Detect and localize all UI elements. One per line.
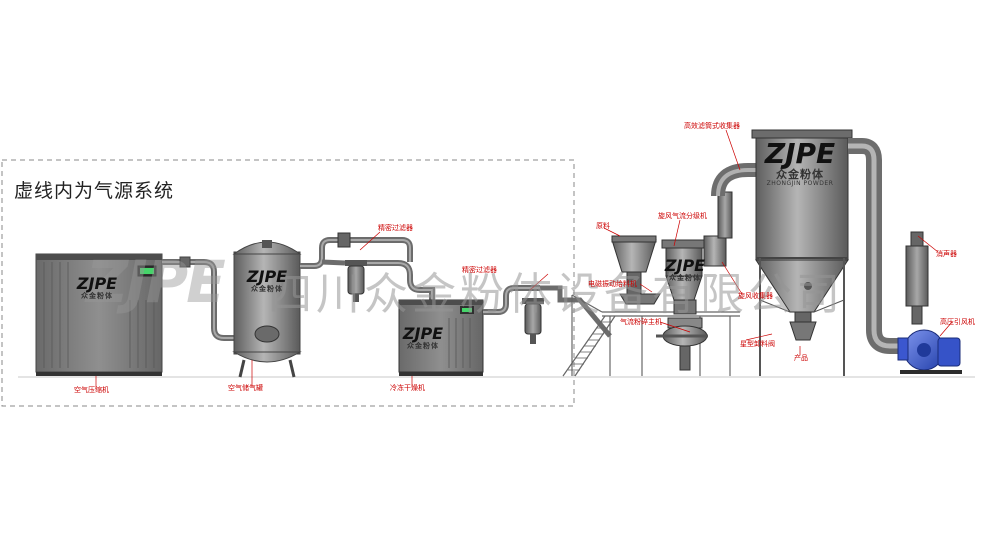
label-air-tank: 空气储气罐 <box>228 384 263 392</box>
label-vibrating-feeder: 电磁振动给料机 <box>588 280 637 288</box>
brand-badge-tank: ZJPE 众金粉体 <box>241 269 293 293</box>
watermark-text: 四川众金粉体设备有限公司 <box>268 269 844 320</box>
label-air-compressor: 空气压缩机 <box>74 386 109 394</box>
precision-filter-1 <box>345 260 367 302</box>
high-pressure-fan <box>897 329 962 374</box>
label-bag-filter: 高效滤筒式收集器 <box>684 122 740 130</box>
label-fan: 高压引风机 <box>940 318 975 326</box>
brand-badge-dryer: ZJPE 众金粉体 <box>397 326 449 350</box>
refrigerated-dryer <box>398 299 484 376</box>
label-precision-filter-2: 精密过滤器 <box>462 266 497 274</box>
brand-en: ZHONGJIN POWDER <box>766 180 834 187</box>
brand-cn: 众金粉体 <box>251 285 283 293</box>
air-source-frame <box>1 159 575 407</box>
brand-badge-mill: ZJPE 众金粉体 <box>659 258 711 282</box>
label-cyclone-collector: 旋风收集器 <box>738 292 773 300</box>
label-dryer: 冷冻干燥机 <box>390 384 425 392</box>
brand-badge-collector: ZJPE 众金粉体 ZHONGJIN POWDER <box>762 140 838 187</box>
label-cyclone-classifier: 旋风气流分级机 <box>658 212 707 220</box>
brand-cn: 众金粉体 <box>407 342 439 350</box>
cyclone-collector <box>703 163 760 267</box>
jet-mill-classifier <box>656 239 708 371</box>
label-jet-mill: 气流粉碎主机 <box>620 318 662 326</box>
brand-logo: ZJPE <box>246 267 288 286</box>
brand-logo: ZJPE <box>402 324 444 343</box>
brand-badge-compressor: ZJPE 众金粉体 <box>71 276 123 300</box>
brand-logo: ZJPE <box>664 256 706 275</box>
raw-material-hopper <box>611 235 661 305</box>
air-source-frame-title: 虚线内为气源系统 <box>14 180 175 202</box>
leader-lines <box>95 129 953 388</box>
label-raw-material: 原料 <box>596 222 610 230</box>
air-compressor <box>35 253 163 376</box>
bag-filter-collector <box>751 129 853 376</box>
platform <box>562 294 740 377</box>
brand-cn: 众金粉体 <box>776 168 824 181</box>
silencer <box>905 231 929 325</box>
air-tank <box>232 240 302 378</box>
precision-filter-2 <box>522 298 544 344</box>
brand-logo: ZJPE <box>76 274 118 293</box>
label-precision-filter-1: 精密过滤器 <box>378 224 413 232</box>
label-star-valve: 星型卸料阀 <box>740 340 775 348</box>
brand-cn: 众金粉体 <box>81 292 113 300</box>
label-silencer: 消声器 <box>936 250 957 258</box>
watermark-logo: ZJPE <box>86 248 226 316</box>
brand-logo: ZJPE <box>764 137 836 170</box>
brand-cn: 众金粉体 <box>669 274 701 282</box>
label-product: 产品 <box>794 354 808 362</box>
